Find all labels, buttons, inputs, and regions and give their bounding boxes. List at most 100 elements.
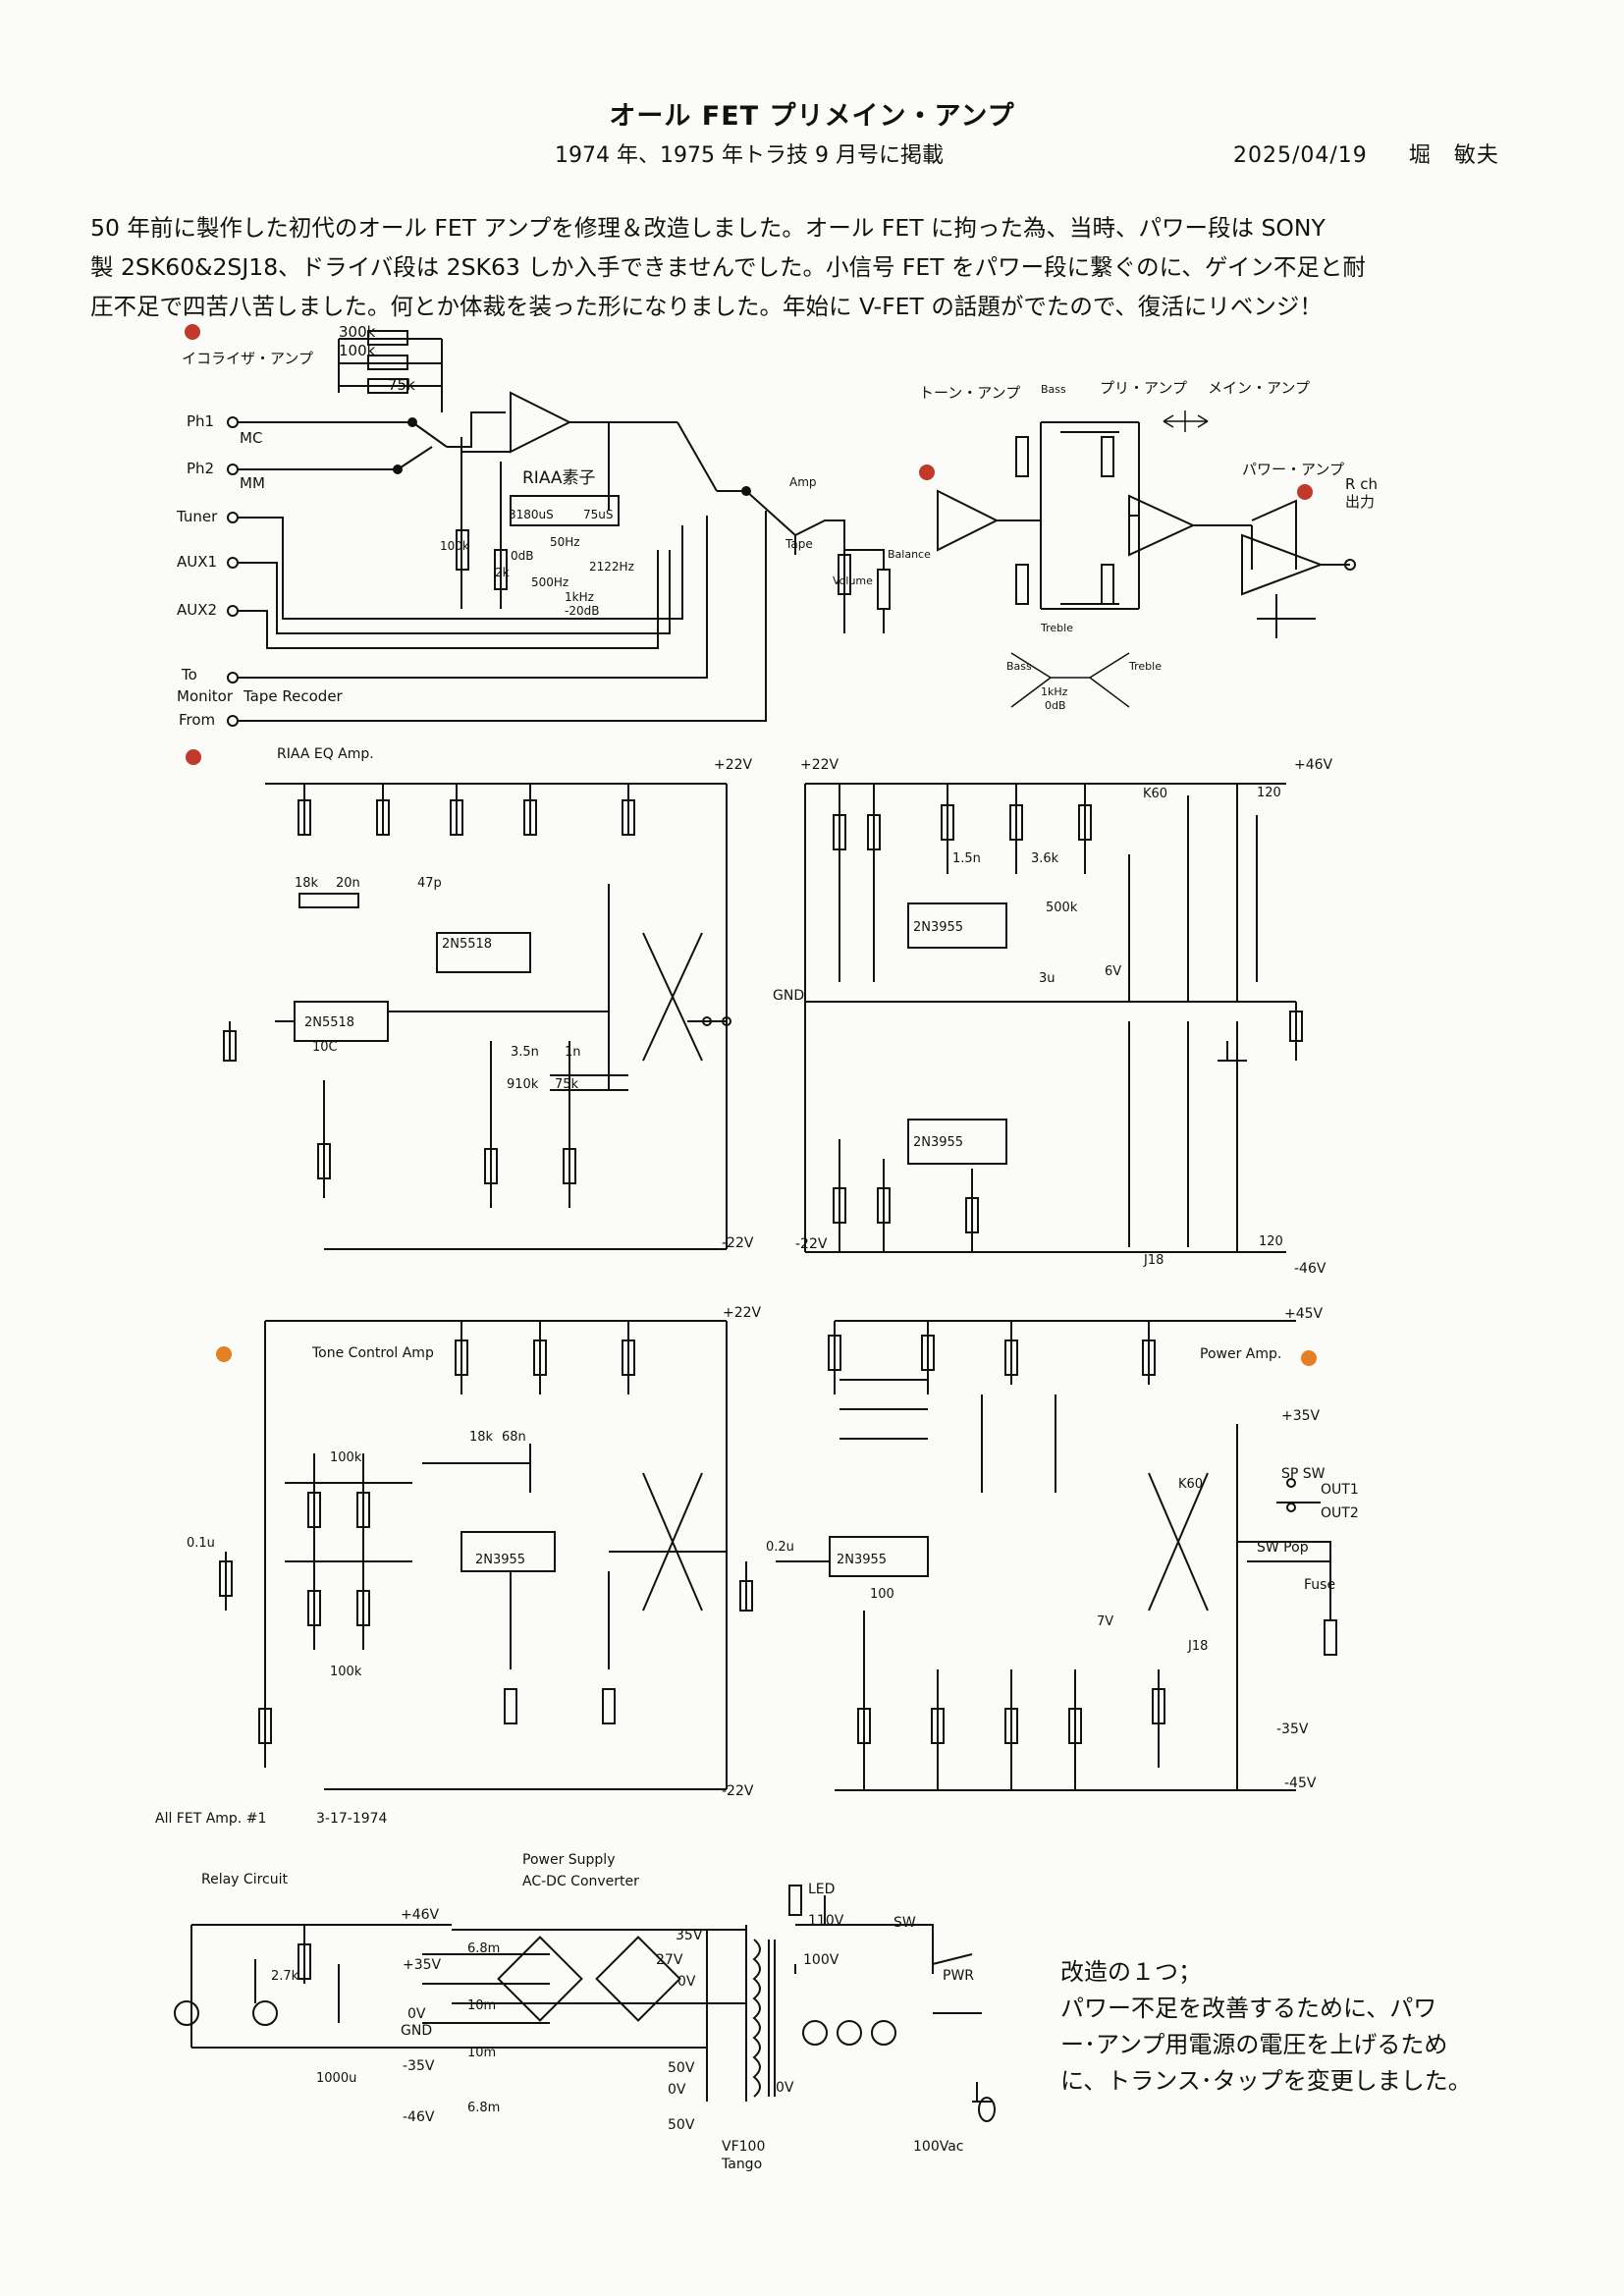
main-amp-label: メイン・アンプ	[1208, 379, 1310, 397]
marker-3-icon	[1297, 484, 1313, 500]
regulator-schematic	[804, 783, 1303, 1253]
c1-5n-label: 1.5n	[952, 851, 981, 866]
m35v-psu-label: -35V	[403, 2058, 435, 2074]
tone-treble-label: Treble	[1128, 660, 1162, 673]
all-fet-amp-label: All FET Amp. #1	[155, 1811, 266, 1827]
power-amp-label: パワー・アンプ	[1242, 461, 1344, 478]
input-ph2: Ph2	[187, 460, 214, 477]
v100-label: 100V	[803, 1952, 839, 1968]
input-jacks	[227, 416, 767, 727]
c0-1u-label: 0.1u	[187, 1536, 215, 1551]
c68n-label: 68n	[502, 1430, 526, 1445]
t-2n3955-b: 2N3955	[913, 1135, 963, 1150]
c6-8m-b-label: 6.8m	[467, 2101, 500, 2115]
r18k-b-label: 18k	[469, 1430, 494, 1445]
r500k-label: 500k	[1046, 901, 1078, 915]
r100k-label: 100k	[330, 1450, 362, 1465]
p45v-label: +45V	[1284, 1306, 1324, 1322]
t-2n3955: 2N3955	[913, 920, 963, 935]
tone-1khz-label: 1kHz	[1041, 685, 1068, 698]
note-line: に、トランス･タップを変更しました。	[1060, 2067, 1472, 2095]
tone-control-amp-title: Tone Control Amp	[311, 1345, 434, 1361]
hz50-label: 50Hz	[550, 535, 580, 549]
p35v-psu-label: +35V	[403, 1957, 442, 1973]
input-aux2: AUX2	[177, 601, 217, 619]
riaa-eq-amp-title: RIAA EQ Amp.	[277, 746, 374, 762]
eq-amp-label: イコライザ・アンプ	[182, 350, 313, 367]
r100k-b-label: 100k	[330, 1665, 362, 1679]
db20-label: -20dB	[565, 604, 599, 618]
author: 堀 敏夫	[1408, 143, 1499, 168]
t-2n5518: 2N5518	[442, 937, 492, 952]
gnd-label: GND	[773, 988, 804, 1004]
output-label: 出力	[1345, 493, 1375, 511]
riaa-c1: 3180uS	[509, 508, 554, 521]
relay-circuit-label: Relay Circuit	[201, 1872, 288, 1887]
c10m-label: 10m	[467, 1998, 496, 2013]
page-title: オール FET プリメイン・アンプ	[609, 101, 1015, 132]
d7v-label: 7V	[1097, 1614, 1113, 1629]
out2-label: OUT2	[1321, 1505, 1359, 1521]
hz2122-label: 2122Hz	[589, 560, 634, 574]
date-drawn-label: 3-17-1974	[316, 1811, 388, 1827]
m46v-label: -46V	[1294, 1261, 1326, 1277]
r100-label: 100	[870, 1587, 894, 1602]
relay-psu-schematic	[174, 1885, 996, 2122]
riaa-label: RIAA素子	[522, 468, 596, 488]
v0-d-label: 0V	[776, 2080, 794, 2096]
m45v-label: -45V	[1284, 1776, 1317, 1791]
v110-label: 110V	[808, 1913, 844, 1929]
out1-label: OUT1	[1321, 1482, 1359, 1498]
p22v-label: +22V	[714, 757, 753, 773]
sw-label: SW	[893, 1915, 916, 1931]
tone-0db-label: 0dB	[1045, 699, 1066, 712]
r75k-label: 75k	[555, 1077, 579, 1092]
pre-amp-label: プリ・アンプ	[1100, 379, 1187, 397]
m22v-label: -22V	[722, 1235, 754, 1251]
r18k-label: 18k	[295, 876, 319, 891]
c20n-label: 20n	[336, 876, 360, 891]
c6-8m-label: 6.8m	[467, 1941, 500, 1956]
riaa-c2: 75uS	[583, 508, 614, 521]
mm-label: MM	[240, 474, 265, 492]
power-amp-schematic	[739, 1320, 1337, 1791]
block-diagram	[185, 324, 1356, 727]
intro-line: 50 年前に製作した初代のオール FET アンプを修理＆改造しました。オール F…	[90, 214, 1326, 242]
t-2n3955-d: 2N3955	[837, 1553, 887, 1567]
t-2n3955-c: 2N3955	[475, 1553, 525, 1567]
date-author: 2025/04/19 堀 敏夫	[1233, 137, 1499, 169]
khz1-label: 1kHz	[565, 590, 594, 604]
c3-5n-label: 3.5n	[511, 1045, 539, 1060]
volume-label: Volume	[833, 574, 873, 587]
m22v-c-label: -22V	[722, 1783, 754, 1799]
d6v-label: 6V	[1105, 964, 1121, 979]
bass-label: Bass	[1041, 383, 1066, 396]
tone-amp-label: トーン・アンプ	[919, 384, 1020, 402]
mc-label: MC	[240, 429, 262, 447]
gnd-psu-label: GND	[401, 2023, 432, 2039]
v0-b-label: 0V	[677, 1974, 696, 1990]
input-tuner: Tuner	[176, 508, 218, 525]
note-line: パワー不足を改善するために、パワ	[1060, 1995, 1437, 2022]
c10m-b-label: 10m	[467, 2046, 496, 2060]
sp-sw-label: SP SW	[1281, 1466, 1326, 1482]
db0-label: 0dB	[511, 549, 533, 563]
marker-3b-icon	[1301, 1350, 1317, 1366]
r75k-label: 75k	[388, 376, 415, 394]
input-to: To	[181, 666, 197, 683]
tone-control-schematic	[216, 1320, 728, 1790]
v27-label: 27V	[656, 1952, 683, 1968]
input-ph1: Ph1	[187, 412, 214, 430]
v0-c-label: 0V	[668, 2082, 686, 2098]
marker-2-icon	[919, 465, 935, 480]
t-k60-b: K60	[1178, 1477, 1203, 1492]
power-amp-title: Power Amp.	[1200, 1346, 1281, 1362]
c3u-label: 3u	[1039, 971, 1056, 986]
input-monitor: Monitor	[177, 687, 234, 705]
page-subtitle: 1974 年、1975 年トラ技 9 月号に掲載	[555, 143, 944, 168]
v0-label: 0V	[407, 2006, 426, 2022]
intro-line: 圧不足で四苦八苦しました。何とか体裁を装った形になりました。年始に V-FET …	[90, 293, 1323, 320]
t-j18-b: J18	[1187, 1639, 1208, 1654]
m35v-label: -35V	[1276, 1722, 1309, 1737]
p35v-label: +35V	[1281, 1408, 1321, 1424]
